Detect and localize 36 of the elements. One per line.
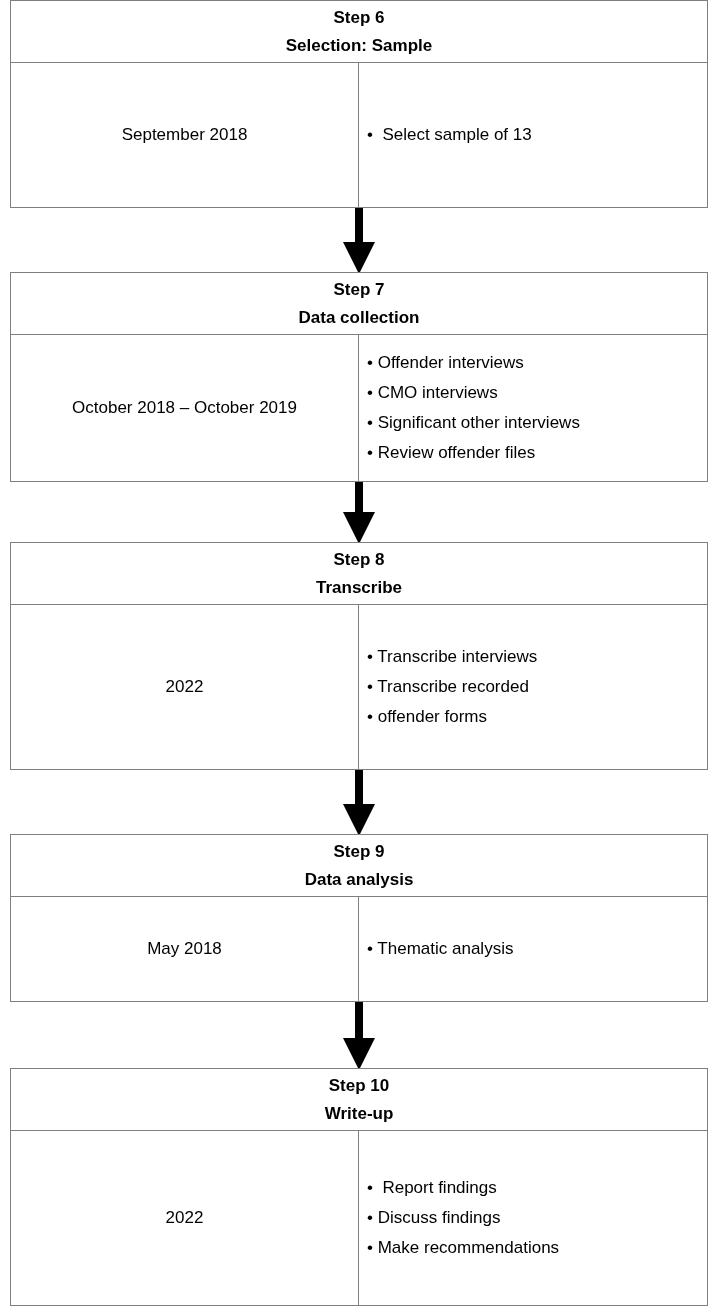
date-text: May 2018: [147, 938, 222, 960]
bullet-item: • Discuss findings: [367, 1207, 502, 1229]
step-heading: Write-up: [324, 1102, 394, 1125]
step-table: [10, 834, 708, 1002]
bullet-item: • Offender interviews: [367, 352, 525, 374]
date-text: September 2018: [121, 124, 248, 146]
step-heading: Selection: Sample: [285, 34, 433, 57]
step-heading: Data collection: [298, 306, 420, 329]
step-table: [10, 0, 708, 208]
bullet-item: • Transcribe recorded: [367, 676, 530, 698]
step-heading: Step 6: [333, 6, 385, 29]
bullet-item: • Transcribe interviews: [367, 646, 538, 668]
step-heading: Transcribe: [316, 576, 402, 599]
bullet-item: • Thematic analysis: [367, 938, 514, 960]
down-arrow: [343, 208, 375, 274]
step-heading: Step 7: [333, 278, 385, 301]
down-arrow: [343, 770, 375, 836]
step-table: [10, 272, 708, 482]
step-heading: Step 10: [328, 1074, 390, 1097]
bullet-item: • Select sample of 13: [367, 124, 532, 146]
bullet-item: • Significant other interviews: [367, 412, 580, 434]
down-arrow: [343, 482, 375, 544]
step-heading: Data analysis: [304, 868, 414, 891]
bullet-item: • offender forms: [367, 706, 488, 728]
bullet-item: • CMO interviews: [367, 382, 499, 404]
bullet-item: • Report findings: [367, 1177, 498, 1199]
step-heading: Step 8: [333, 548, 385, 571]
step-heading: Step 9: [333, 840, 385, 863]
date-text: October 2018 – October 2019: [72, 397, 297, 419]
down-arrow: [343, 1002, 375, 1070]
bullet-item: • Review offender files: [367, 442, 537, 464]
bullet-item: • Make recommendations: [367, 1237, 560, 1259]
step-table: [10, 542, 708, 770]
date-text: 2022: [165, 676, 204, 698]
date-text: 2022: [165, 1207, 204, 1229]
step-table: [10, 1068, 708, 1306]
